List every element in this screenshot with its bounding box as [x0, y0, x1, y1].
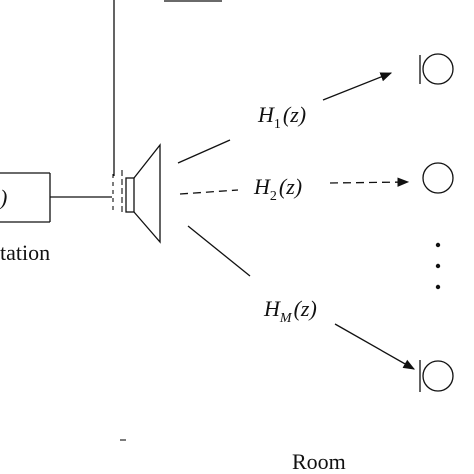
microphone-m-icon — [419, 360, 454, 392]
path-hm-segment-a — [187, 225, 251, 277]
room-label: Room — [292, 449, 346, 474]
path-h1-arrow — [322, 72, 393, 101]
path-h2-segment-a — [179, 189, 239, 195]
source-box-symbol: ) — [0, 185, 7, 210]
path-h1-segment-a — [177, 139, 231, 164]
path-h2-arrow — [329, 177, 410, 187]
microphone-1-icon — [419, 53, 454, 85]
transfer-label-hm: HM(z) — [263, 296, 317, 326]
transfer-label-h2: H2(z) — [253, 174, 302, 204]
source-box — [0, 172, 51, 223]
speaker-dashed-boundary — [112, 170, 123, 214]
station-label: tation — [0, 240, 50, 265]
loudspeaker-icon — [125, 143, 161, 244]
microphone-2-icon — [422, 162, 454, 194]
path-hm-arrow — [334, 323, 416, 370]
ellipsis-dots — [435, 242, 441, 290]
transfer-label-h1: H1(z) — [257, 102, 306, 132]
